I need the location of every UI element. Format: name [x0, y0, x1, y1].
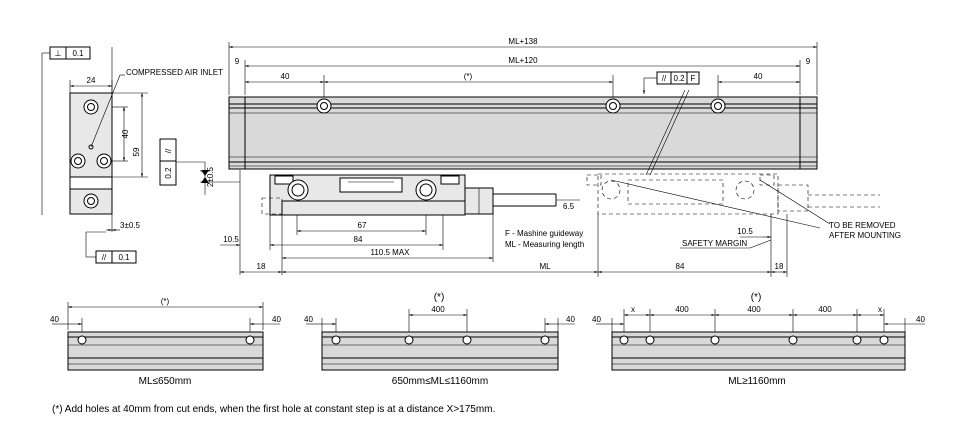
svg-text://: // [662, 74, 667, 83]
dim-84: 84 [354, 235, 363, 244]
dim-59: 59 [132, 147, 141, 156]
variant-long: (*) x 400 400 400 x 40 40 ML [592, 292, 925, 387]
dim-84-right: 84 [676, 262, 685, 271]
variant-medium: (*) 400 40 40 650mm≤ML≤1160mm [304, 292, 575, 387]
dim-18-left: 18 [257, 262, 266, 271]
reader-head: 6.5 [239, 170, 580, 240]
side-view: ⊥ 0.1 24 COMPRESSED AIR INLET [41, 46, 223, 264]
variant3-dim-40-right: 40 [916, 315, 925, 324]
variant2-dim-400: 400 [431, 305, 445, 314]
to-be-removed-1: TO BE REMOVED [829, 221, 896, 230]
perp-value: 0.1 [72, 49, 84, 58]
dim-110-5-max: 110.5 MAX [371, 248, 411, 257]
bottom-dimensions: 67 84 10.5 110.5 MAX 18 ML 84 18 10.5 [220, 214, 788, 277]
side-holes [70, 99, 112, 209]
variant3-caption: ML≥1160mm [728, 376, 786, 387]
variant2-caption: 650mm≤ML≤1160mm [392, 376, 488, 387]
main-scale: ML+138 ML+120 9 9 40 (*) 40 // 0.2 F [228, 37, 818, 176]
dim-9-left: 9 [235, 57, 240, 66]
dim-ml-120: ML+120 [508, 56, 538, 65]
dim-ml-138: ML+138 [508, 37, 538, 46]
dim-2: 2±0.5 [206, 166, 215, 187]
perpendicularity-frame: ⊥ 0.1 [41, 46, 91, 215]
dim-40-right: 40 [754, 72, 763, 81]
variant2-dim-40-left: 40 [304, 315, 313, 324]
variant2-dim-40-right: 40 [566, 315, 575, 324]
legend-ml: ML - Measuring length [505, 240, 584, 249]
dim-9-right: 9 [806, 57, 811, 66]
variant2-star: (*) [434, 292, 445, 303]
variant-short: (*) 40 40 ML≤650mm [50, 297, 281, 387]
variant1-dim-star: (*) [161, 297, 170, 306]
variant3-dim-40-left: 40 [592, 315, 601, 324]
dim-18-right: 18 [775, 262, 784, 271]
svg-text://: // [164, 148, 173, 153]
par-top-datum: F [691, 74, 696, 83]
par-side-value: 0.2 [164, 167, 173, 179]
legend-f: F - Mashine guideway [505, 229, 583, 238]
dim-40-side: 40 [121, 129, 130, 138]
dim-ml: ML [539, 262, 551, 271]
parallelism-frame-bottom: // 0.1 [85, 231, 137, 264]
svg-text://: // [102, 253, 107, 262]
variant3-dim-400-c: 400 [818, 305, 832, 314]
par-bottom-value: 0.1 [118, 253, 130, 262]
variant3-dim-400-b: 400 [747, 305, 761, 314]
variant3-dim-400-a: 400 [675, 305, 689, 314]
variant3-dim-x-left: x [631, 305, 635, 314]
variant3-dim-x-right: x [878, 305, 882, 314]
dim-40-left: 40 [281, 72, 290, 81]
variant3-star: (*) [751, 292, 762, 303]
dim-6-5: 6.5 [563, 202, 575, 211]
variant1-dim-40-left: 40 [50, 315, 59, 324]
right-end-phantom: TO BE REMOVED AFTER MOUNTING [586, 173, 901, 240]
parallelism-frame-side: // 0.2 2±0.5 [159, 138, 240, 195]
dim-67: 67 [358, 221, 367, 230]
safety-margin-label: SAFETY MARGIN [682, 239, 747, 248]
dim-24: 24 [87, 76, 96, 85]
dim-star-top: (*) [464, 72, 473, 81]
dim-3: 3±0.5 [120, 221, 141, 230]
dim-10-5-right: 10.5 [737, 227, 753, 236]
perp-symbol: ⊥ [55, 49, 62, 58]
variant1-caption: ML≤650mm [139, 376, 192, 387]
footnote: (*) Add holes at 40mm from cut ends, whe… [52, 404, 495, 415]
variant1-dim-40-right: 40 [272, 315, 281, 324]
parallelism-frame-top: // 0.2 F [642, 71, 700, 94]
par-top-value: 0.2 [673, 74, 685, 83]
dim-10-5-left: 10.5 [223, 235, 239, 244]
air-inlet-label: COMPRESSED AIR INLET [126, 68, 223, 77]
to-be-removed-2: AFTER MOUNTING [829, 231, 901, 240]
